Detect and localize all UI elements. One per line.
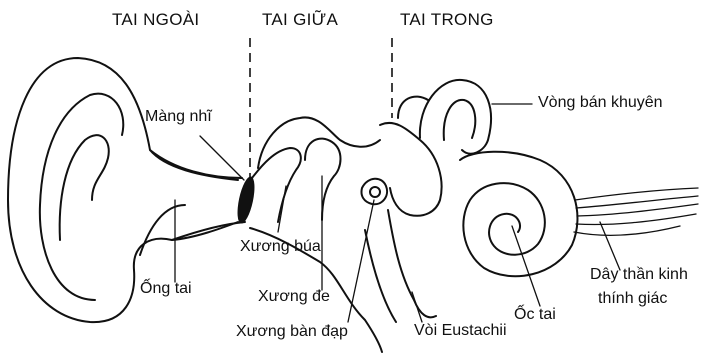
- leader-cochlea: [512, 226, 540, 306]
- eustachian-tube-lower: [365, 230, 396, 322]
- eardrum-shape: [234, 175, 258, 225]
- ear-canal-floor: [172, 222, 245, 240]
- label-incus: Xương đe: [258, 288, 330, 306]
- concha-fold: [140, 205, 185, 255]
- oval-window: [370, 187, 380, 197]
- label-ear-canal: Ống tai: [140, 280, 192, 298]
- pinna-inner-fold: [40, 94, 123, 300]
- middle-ear-top-wall: [258, 117, 380, 168]
- label-cochlea: Ốc tai: [514, 306, 556, 324]
- nerve-fiber-5: [574, 226, 680, 235]
- label-stapes: Xương bàn đạp: [236, 323, 348, 341]
- label-semicircular-canals: Vòng bán khuyên: [538, 94, 663, 112]
- cochlea-spiral: [460, 152, 577, 277]
- label-auditory-nerve-line2: thính giác: [598, 290, 667, 308]
- semicircular-canal-outer: [420, 80, 491, 154]
- label-auditory-nerve-line1: Dây thần kinh: [590, 266, 688, 284]
- leader-malleus: [278, 186, 286, 232]
- section-outer-ear: TAI NGOÀI: [112, 10, 199, 30]
- leader-eustachian: [412, 292, 422, 322]
- leader-nerve: [600, 222, 620, 270]
- pinna-outline: [8, 58, 238, 322]
- pinna-antihelix: [60, 135, 109, 240]
- vestibule-outline: [380, 123, 442, 216]
- label-eardrum: Màng nhĩ: [145, 108, 212, 126]
- section-inner-ear: TAI TRONG: [400, 10, 494, 30]
- label-eustachian-tube: Vòi Eustachii: [414, 322, 507, 340]
- leader-stapes: [348, 200, 374, 322]
- eustachian-tube-upper: [388, 210, 436, 317]
- incus-shape: [305, 139, 341, 220]
- label-malleus: Xương búa: [240, 238, 321, 256]
- semicircular-canal-inner: [444, 100, 476, 140]
- semicircular-canal-side: [398, 97, 428, 118]
- section-middle-ear: TAI GIỮA: [262, 10, 338, 30]
- leader-eardrum: [200, 136, 244, 180]
